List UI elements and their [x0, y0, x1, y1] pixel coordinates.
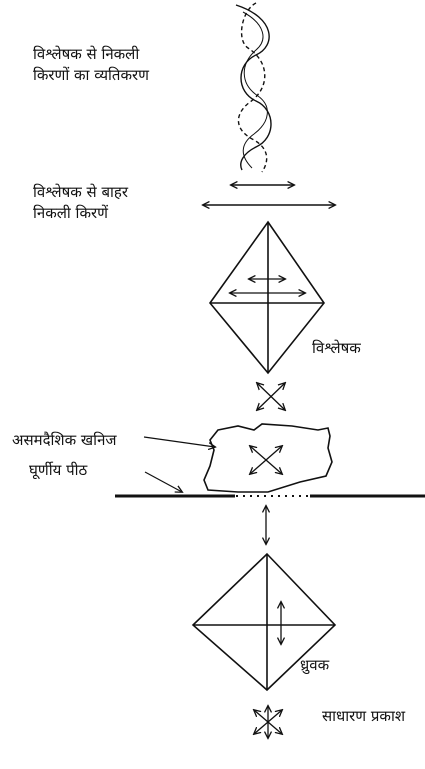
emerging-rays-label-line1: विश्लेषक से बाहर [33, 183, 128, 201]
analyser-prism [208, 220, 325, 375]
emerging-rays-label: विश्लेषक से बाहर निकली किरणें [33, 182, 128, 224]
mineral-grain [203, 423, 333, 493]
wave-solid [235, 4, 272, 171]
diagonal-arrow-lower [257, 383, 285, 410]
wave-dashed [237, 2, 268, 173]
interference-label-line2: किरणों का व्यतिकरण [33, 66, 149, 84]
polariser-label: ध्रुवक [300, 656, 330, 674]
analyser-label: विश्लेषक [312, 339, 361, 357]
mineral-leader-line [143, 436, 215, 447]
ordinary-light-label: साधारण प्रकाश [322, 707, 406, 725]
interference-waves [235, 2, 272, 173]
anisotropic-mineral-label: असमदैशिक खनिज [12, 431, 117, 449]
ordinary-light-star [254, 706, 282, 738]
polariser-prism [191, 552, 337, 692]
interference-label-line1: विश्लेषक से निकली [33, 45, 140, 63]
mineral-arrow-b [250, 446, 282, 474]
rotating-stage-label: घूर्णीय पीठ [29, 461, 88, 479]
interference-label: विश्लेषक से निकली किरणों का व्यतिकरण [33, 44, 149, 86]
emerging-rays-label-line2: निकली किरणें [33, 204, 108, 222]
wave-thin [242, 11, 268, 169]
stage-leader-line [144, 471, 182, 492]
